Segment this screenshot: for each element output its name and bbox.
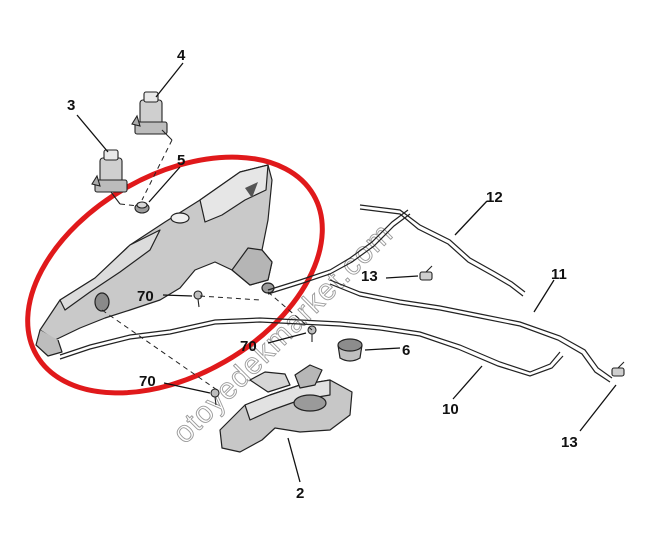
callout-3: 3: [67, 97, 75, 114]
callout-70b: 70: [240, 338, 257, 355]
fastener-70b: [307, 325, 317, 342]
callout-12: 12: [486, 189, 503, 206]
callout-70c: 70: [139, 373, 156, 390]
callout-4: 4: [177, 47, 186, 64]
washer-pump-3: [91, 149, 128, 205]
washer-pump-4: [131, 91, 173, 141]
hose-upper-run: [267, 209, 411, 295]
callout-10: 10: [442, 401, 459, 418]
hose-12: [359, 204, 526, 297]
callout-11: 11: [551, 266, 567, 283]
grommet-5: [134, 201, 150, 214]
washer-reservoir-lower-2: [219, 364, 353, 453]
hose-10: [59, 317, 564, 377]
callout-2: 2: [296, 485, 304, 502]
callout-5: 5: [177, 152, 185, 169]
callout-13b: 13: [561, 434, 578, 451]
nozzle-13a: [419, 265, 433, 281]
dashed-guides: [101, 139, 313, 393]
callout-13a: 13: [361, 268, 378, 285]
fastener-70a: [193, 290, 203, 308]
leader-lines: [76, 62, 617, 483]
filler-cap-6: [337, 338, 363, 362]
washer-reservoir-upper: [35, 164, 275, 357]
nozzle-13b: [611, 361, 625, 377]
hose-11: [329, 279, 613, 383]
callout-6: 6: [402, 342, 410, 359]
callout-70a: 70: [137, 288, 154, 305]
